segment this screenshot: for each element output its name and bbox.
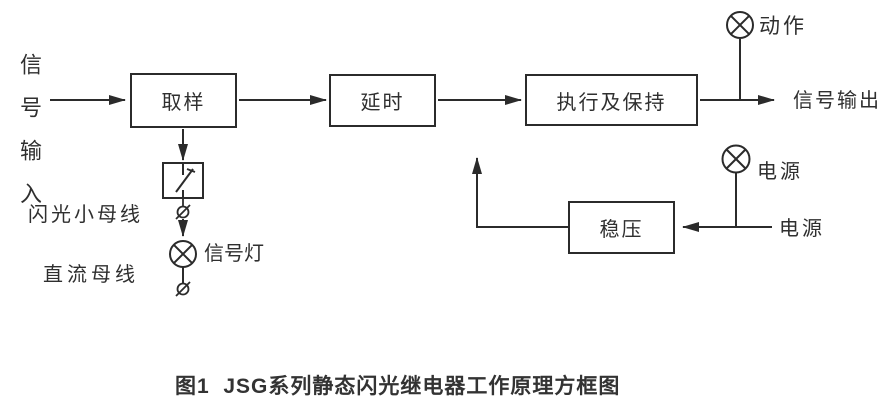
dc-bus-terminal-icon xyxy=(175,281,191,297)
signal-output-label: 信号输出 xyxy=(793,90,881,112)
block-delay-label: 延时 xyxy=(360,92,405,114)
block-sampling: 取样 xyxy=(130,73,237,128)
block-sampling-label: 取样 xyxy=(161,92,206,114)
power-lamp-icon xyxy=(721,144,751,227)
block-regulator: 稳压 xyxy=(568,201,675,254)
signal-lamp-label: 信号灯 xyxy=(204,243,264,265)
regulator-feedback-arrow xyxy=(472,157,568,228)
block-execute-hold: 执行及保持 xyxy=(525,74,698,126)
flash-bus-terminal-icon xyxy=(175,204,191,220)
contact-switch-icon xyxy=(162,162,204,199)
flash-bus-label: 闪光小母线 xyxy=(28,204,143,226)
signal-input-label: 信号输入 xyxy=(17,53,42,225)
action-lamp-label: 动作 xyxy=(759,15,807,38)
block-delay: 延时 xyxy=(329,74,436,127)
power-lamp-label: 电源 xyxy=(757,161,803,183)
dc-bus-label: 直流母线 xyxy=(43,264,139,286)
block-execute-hold-label: 执行及保持 xyxy=(556,91,667,114)
block-regulator-label: 稳压 xyxy=(599,219,644,241)
signal-lamp-icon xyxy=(169,240,197,284)
power-source-label: 电源 xyxy=(779,218,825,240)
figure-caption: 图1 JSG系列静态闪光继电器工作原理方框图 xyxy=(175,375,621,398)
action-lamp-icon xyxy=(726,11,754,100)
